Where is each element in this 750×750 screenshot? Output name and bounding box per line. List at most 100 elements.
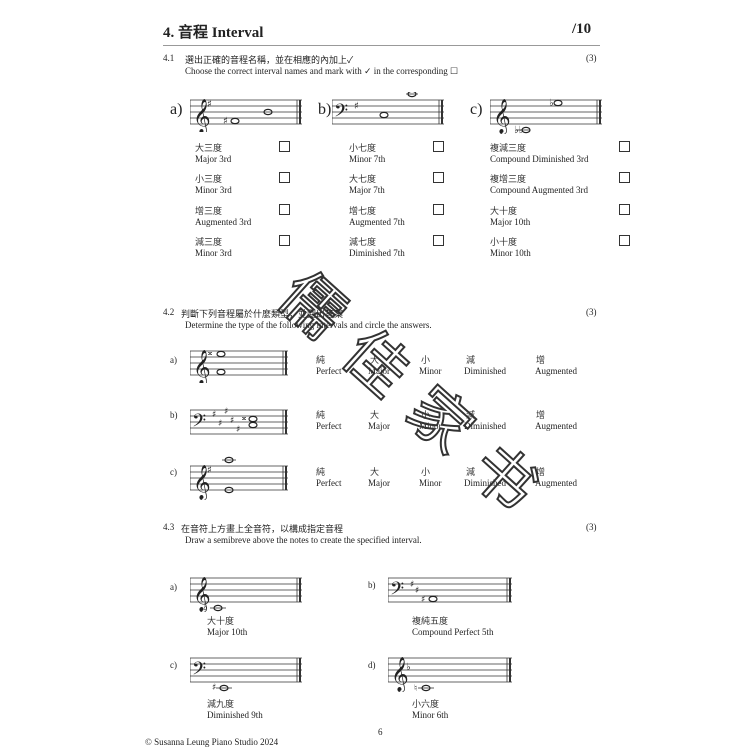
q2-number: 4.2 [163,307,175,317]
q2b-choice-augmented-zh: 增 [536,410,546,420]
q1c-opt3-en: Major 10th [490,217,531,227]
q3b-staff[interactable]: 𝄢 ♯ ♯ ♯ [388,570,512,612]
q1b-opt1-en: Minor 7th [349,154,386,164]
svg-text:♯: ♯ [421,595,425,605]
q1a-opt2-checkbox[interactable] [279,172,290,183]
q2a-label: a) [170,355,177,365]
q3-instruction-zh: 在音符上方畫上全音符，以構成指定音程 [181,524,344,534]
treble-clef-icon: 𝄞 [193,577,211,612]
q2a-choice-major-zh: 大 [370,355,380,365]
q1c-opt3-checkbox[interactable] [619,204,630,215]
q1c-label: c) [470,101,483,118]
q3c-interval-zh: 減九度 [207,699,235,709]
q3a-interval-zh: 大十度 [207,616,235,626]
svg-text:♯: ♯ [218,419,222,429]
q3d-staff[interactable]: 𝄞 ♭ ♮ [388,650,512,692]
q2c-choice-major[interactable]: Major [368,478,390,488]
q3c-label: c) [170,660,177,670]
q2a-choice-major[interactable]: Major [368,366,390,376]
q1a-opt2-en: Minor 3rd [195,185,232,195]
q2-instruction-zh: 判斷下列音程屬於什麼類型，並圈出答案 [181,309,344,319]
q1-instruction-zh: 選出正確的音程名稱，並在相應的內加上✓ [185,55,354,65]
q1c-opt4-checkbox[interactable] [619,235,630,246]
svg-text:♯: ♯ [207,465,212,476]
q1c-opt2-en: Compound Augmented 3rd [490,185,588,195]
svg-text:♯: ♯ [223,116,228,127]
q1c-opt1-checkbox[interactable] [619,141,630,152]
q2a-choice-perfect-zh: 純 [316,355,326,365]
q3a-staff[interactable]: 𝄞 ♭ [190,570,302,612]
svg-text:♭♭: ♭♭ [514,125,524,134]
q3-number: 4.3 [163,522,175,532]
q2c-choice-augmented[interactable]: Augmented [535,478,577,488]
q1b-label: b) [318,101,332,118]
q2c-choice-augmented-zh: 增 [536,467,546,477]
q2a-choice-diminished[interactable]: Diminished [464,366,506,376]
q1c-opt2-checkbox[interactable] [619,172,630,183]
q2-instruction-en: Determine the type of the following inte… [185,320,432,330]
q1c-opt1-en: Compound Diminished 3rd [490,154,589,164]
q1a-opt4-checkbox[interactable] [279,235,290,246]
q1a-opt3-checkbox[interactable] [279,204,290,215]
treble-clef-icon: 𝄞 [493,99,511,134]
q1a-opt4-zh: 減三度 [195,237,223,247]
q1b-opt2-checkbox[interactable] [433,172,444,183]
q2c-choice-major-zh: 大 [370,467,380,477]
q2c-choice-minor-zh: 小 [421,467,431,477]
q2b-choice-diminished-zh: 減 [466,410,476,420]
q3d-label: d) [368,660,376,670]
q2b-choice-minor[interactable]: Minor [419,421,442,431]
q2a-choice-augmented[interactable]: Augmented [535,366,577,376]
q1b-opt4-zh: 減七度 [349,237,377,247]
q3d-interval-en: Minor 6th [412,710,449,720]
q1c-opt4-en: Minor 10th [490,248,531,258]
section-score: /10 [572,21,592,37]
bass-clef-icon: 𝄢 [192,659,206,684]
treble-clef-icon: 𝄞 [193,350,211,383]
q1c-staff: 𝄞 ♭♭ ♭ [490,92,602,134]
q2-points: (3) [586,307,597,317]
q1-points: (3) [586,53,597,63]
q2b-choice-major[interactable]: Major [368,421,390,431]
q1b-opt2-en: Major 7th [349,185,385,195]
svg-text:♭: ♭ [203,602,208,612]
q1b-opt4-checkbox[interactable] [433,235,444,246]
q1c-opt4-zh: 小十度 [490,237,518,247]
q3b-interval-en: Compound Perfect 5th [412,627,494,637]
q2c-choice-diminished[interactable]: Diminished [464,478,506,488]
q1-number: 4.1 [163,53,175,63]
q2b-choice-perfect-zh: 純 [316,410,326,420]
q3c-interval-en: Diminished 9th [207,710,263,720]
q1b-opt3-checkbox[interactable] [433,204,444,215]
q2a-choice-diminished-zh: 減 [466,355,476,365]
q2a-choice-minor[interactable]: Minor [419,366,442,376]
treble-clef-icon: 𝄞 [193,465,211,500]
svg-text:♮: ♮ [414,684,417,692]
svg-text:♯: ♯ [230,416,234,426]
section-title: 4. 音程 Interval [163,25,264,41]
q1c-opt1-zh: 複減三度 [490,143,527,153]
q2c-choice-perfect[interactable]: Perfect [316,478,342,488]
q2a-choice-perfect[interactable]: Perfect [316,366,342,376]
svg-text:♯: ♯ [212,410,216,420]
q1-instruction-en: Choose the correct interval names and ma… [185,66,459,76]
q2a-choice-augmented-zh: 增 [536,355,546,365]
q1a-staff: 𝄞 ♯ ♯ [190,92,302,132]
q1b-opt1-checkbox[interactable] [433,141,444,152]
q3c-staff[interactable]: 𝄢 ♯ [190,650,302,692]
q2b-choice-augmented[interactable]: Augmented [535,421,577,431]
q2b-choice-perfect[interactable]: Perfect [316,421,342,431]
bass-clef-icon: 𝄢 [390,579,404,604]
header-divider [163,45,600,46]
svg-text:𝄪: 𝄪 [242,413,246,423]
q1a-opt1-checkbox[interactable] [279,141,290,152]
q3a-interval-en: Major 10th [207,627,248,637]
svg-text:♭: ♭ [406,662,411,673]
q3a-label: a) [170,582,177,592]
q1b-staff: 𝄢 ♯ [332,92,444,132]
q3-points: (3) [586,522,597,532]
q2b-choice-diminished[interactable]: Diminished [464,421,506,431]
q3d-interval-zh: 小六度 [412,699,440,709]
q2c-choice-minor[interactable]: Minor [419,478,442,488]
q2b-staff: 𝄢 ♯ ♯ ♯ ♯ ♯ 𝄪 [190,402,288,442]
